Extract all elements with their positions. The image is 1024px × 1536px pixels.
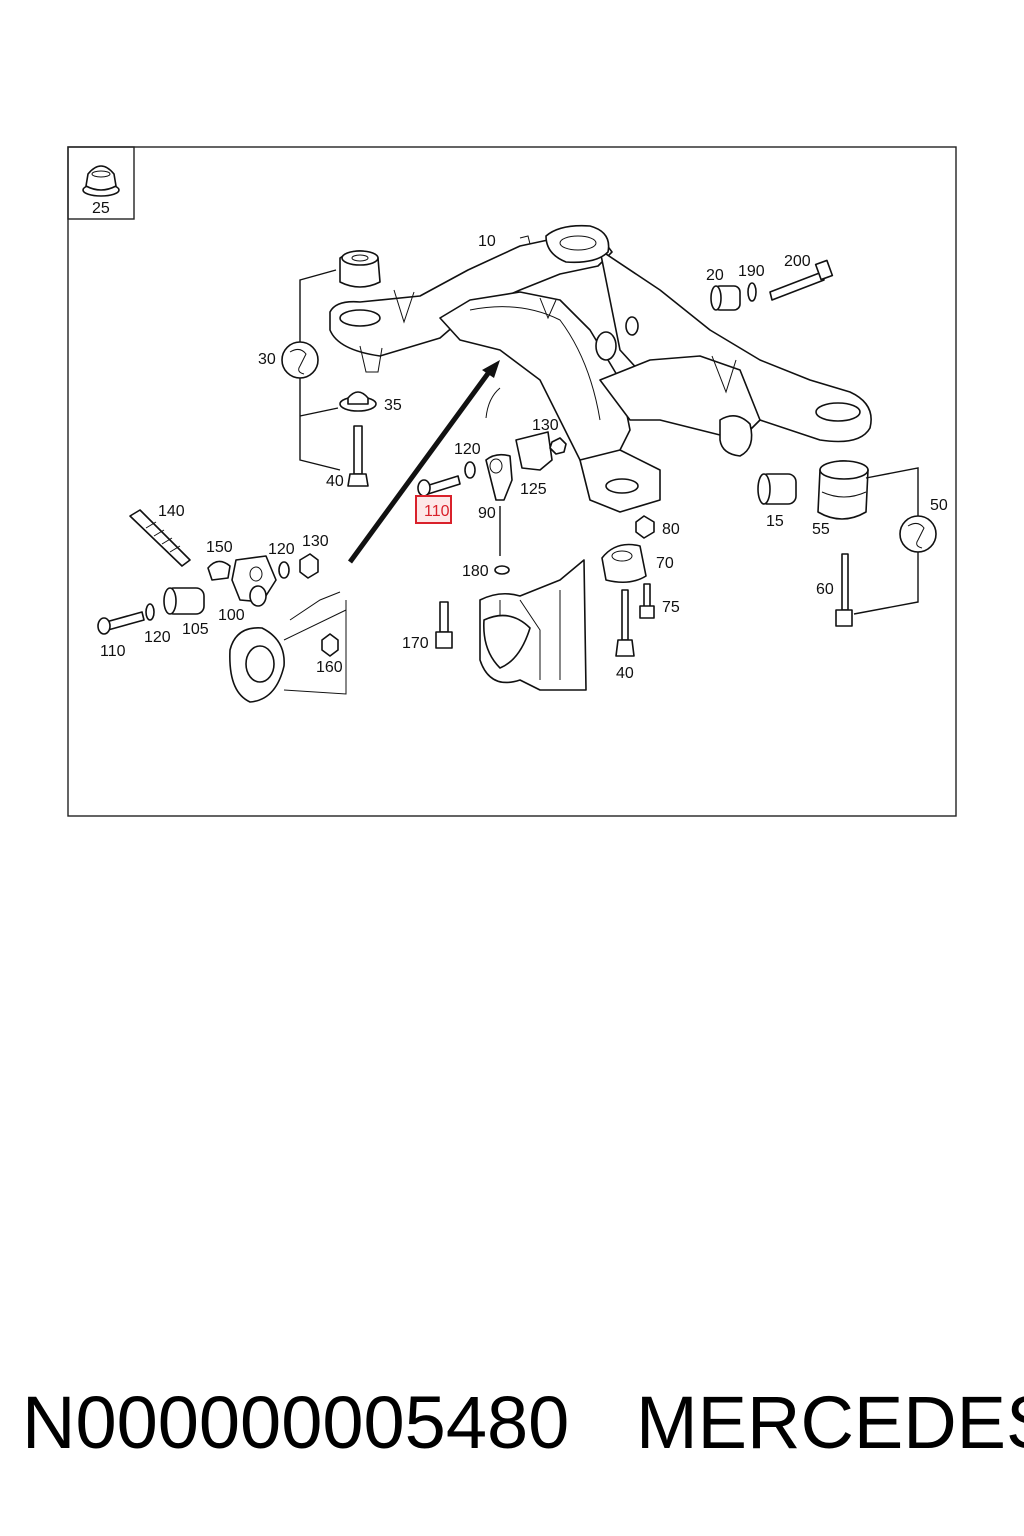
bushing-105 (163, 587, 205, 615)
differential-housing (479, 559, 587, 691)
callout-125: 125 (520, 481, 547, 498)
callout-190: 190 (738, 263, 765, 280)
highlight-box-110 (415, 495, 452, 524)
callout-35: 35 (384, 397, 402, 414)
callout-105: 105 (182, 621, 209, 638)
pointer-arrow-head (482, 360, 500, 378)
inset-label: 25 (92, 200, 110, 217)
washer-190 (747, 282, 757, 302)
bushing-20 (710, 285, 741, 311)
diagram-frame (67, 146, 957, 817)
callout-120-bottom: 120 (144, 629, 171, 646)
callout-15: 15 (766, 513, 784, 530)
washer-180 (494, 565, 510, 575)
callout-75: 75 (662, 599, 680, 616)
brand-name: MERCEDES (636, 1381, 1024, 1464)
wrench-symbol-30 (281, 341, 319, 379)
axle-flange (229, 591, 347, 703)
nut-160 (321, 633, 339, 657)
washer-120-center (464, 461, 476, 479)
bolt-60 (835, 553, 853, 627)
callout-60: 60 (816, 581, 834, 598)
callout-90: 90 (478, 505, 496, 522)
callout-110-highlight: 110 (424, 503, 450, 520)
mount-70 (601, 543, 647, 584)
wrench-symbol-50 (899, 515, 937, 553)
callout-50: 50 (930, 497, 948, 514)
bolt-40-center (615, 589, 635, 657)
callout-40-center: 40 (616, 665, 634, 682)
washer-150 (207, 560, 231, 581)
bushing-30-top (339, 250, 381, 288)
nut-80 (635, 515, 655, 539)
callout-30: 30 (258, 351, 276, 368)
bolt-140 (129, 509, 191, 567)
nut-130-left (299, 553, 319, 579)
callout-140: 140 (158, 503, 185, 520)
callout-150: 150 (206, 539, 233, 556)
inset-grommet-icon (82, 165, 120, 197)
washer-35 (339, 391, 377, 412)
callout-200: 200 (784, 253, 811, 270)
callout-20: 20 (706, 267, 724, 284)
bracket-125 (515, 431, 553, 471)
bolt-75 (639, 583, 655, 619)
subframe-10 (329, 224, 872, 513)
callout-100: 100 (218, 607, 245, 624)
inset-box (67, 146, 135, 220)
washer-120-bottom (145, 603, 155, 621)
callout-180: 180 (462, 563, 489, 580)
curved-arrow (485, 387, 501, 419)
bolt-170 (435, 601, 453, 649)
washer-120-left (278, 561, 290, 579)
callout-40-left: 40 (326, 473, 344, 490)
callout-170: 170 (402, 635, 429, 652)
callout-10: 10 (478, 233, 496, 250)
callout-70: 70 (656, 555, 674, 572)
callout-120-left: 120 (268, 541, 295, 558)
callout-120-center: 120 (454, 441, 481, 458)
callout-55: 55 (812, 521, 830, 538)
nut-130-center (549, 437, 567, 455)
callout-160: 160 (316, 659, 343, 676)
bracket-90 (485, 453, 513, 501)
mount-55 (817, 460, 869, 520)
pointer-arrow (347, 366, 495, 564)
bolt-110-left (97, 611, 145, 635)
bolt-110-highlight (417, 475, 461, 497)
bolt-40-left (347, 425, 369, 487)
callout-130-center: 130 (532, 417, 559, 434)
callout-80: 80 (662, 521, 680, 538)
callout-110-left: 110 (100, 643, 126, 660)
bushing-15 (757, 473, 797, 505)
bracket-100 (231, 555, 277, 607)
bolt-200 (769, 259, 834, 301)
part-number: N000000005480 (22, 1381, 570, 1464)
callout-130-left: 130 (302, 533, 329, 550)
